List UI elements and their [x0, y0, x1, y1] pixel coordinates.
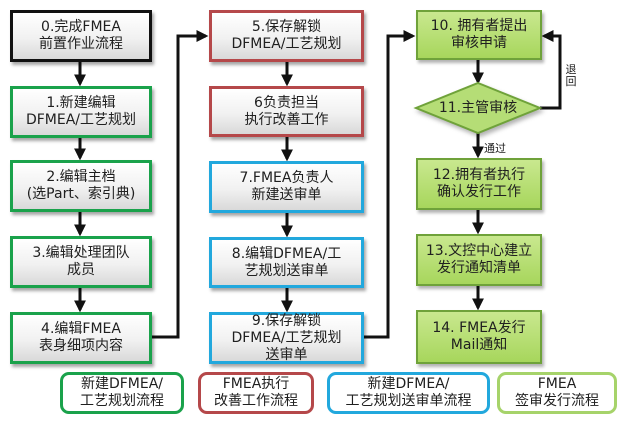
edge-9-10 — [364, 30, 416, 339]
node-0[interactable]: 0.完成FMEA 前置作业流程 — [10, 10, 152, 62]
node-10[interactable]: 10. 拥有者提出 审核申请 — [416, 10, 542, 60]
node-8[interactable]: 8.编辑DFMEA/工 艺规划送审单 — [209, 237, 364, 288]
node-12[interactable]: 12.拥有者执行 确认发行工作 — [416, 158, 542, 210]
node-14[interactable]: 14. FMEA发行 Mail通知 — [416, 310, 542, 364]
legend-lime: FMEA 签审发行流程 — [497, 372, 617, 414]
node-7[interactable]: 7.FMEA负责人 新建送审单 — [209, 161, 364, 213]
legend-red: FMEA执行 改善工作流程 — [198, 372, 314, 414]
node-9[interactable]: 9.保存解锁 DFMEA/工艺规划 送审单 — [209, 312, 364, 364]
legend-blue: 新建DFMEA/ 工艺规划送审单流程 — [327, 372, 490, 414]
node-11-label: 11.主管审核 — [438, 99, 518, 116]
node-1[interactable]: 1.新建编辑 DFMEA/工艺规划 — [10, 86, 152, 138]
node-4[interactable]: 4.编辑FMEA 表身细项内容 — [10, 312, 152, 364]
node-5[interactable]: 5.保存解锁 DFMEA/工艺规划 — [209, 10, 364, 62]
edge-11-10-return — [540, 30, 562, 110]
node-13[interactable]: 13.文控中心建立 发行通知清单 — [416, 234, 542, 286]
legend-green: 新建DFMEA/ 工艺规划流程 — [60, 372, 184, 414]
edge-4-5 — [152, 30, 209, 339]
node-11-diamond[interactable] — [413, 81, 543, 135]
node-3[interactable]: 3.编辑处理团队 成员 — [10, 236, 152, 288]
edge-label-pass: 通过 — [484, 142, 506, 155]
node-2[interactable]: 2.编辑主档 (选Part、索引典) — [10, 160, 152, 212]
node-6[interactable]: 6负责担当 执行改善工作 — [209, 86, 364, 137]
edge-label-return: 退 回 — [565, 63, 577, 88]
